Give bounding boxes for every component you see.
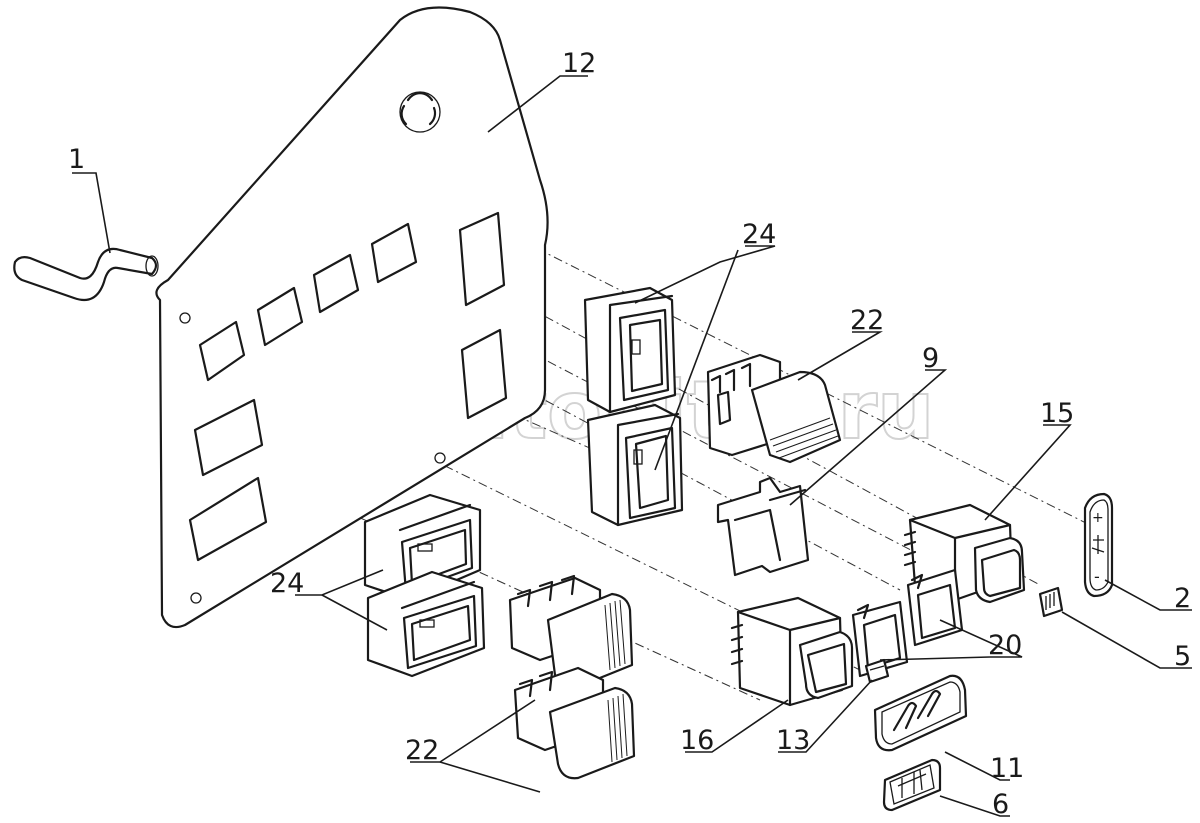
callout-5: 5 <box>1174 641 1191 672</box>
callout-16: 16 <box>680 725 714 756</box>
bent-tube <box>13 247 159 302</box>
callout-11: 11 <box>990 753 1024 784</box>
frame-24-upper <box>583 286 677 414</box>
callout-12: 12 <box>562 48 596 79</box>
frame-24-lower <box>586 403 684 527</box>
callout-2: 2 <box>1174 583 1191 614</box>
plus-symbol: + <box>1092 510 1104 526</box>
callout-20: 20 <box>988 630 1022 661</box>
callout-13: 13 <box>776 725 810 756</box>
bracket-9 <box>716 476 810 577</box>
callout-24-upper: 24 <box>742 219 776 250</box>
label-plate-5 <box>1038 586 1064 618</box>
label-plate-6 <box>882 758 942 812</box>
callout-1: 1 <box>68 144 85 175</box>
callout-6: 6 <box>992 789 1009 820</box>
label-plate-13 <box>864 658 890 684</box>
callout-22-lower: 22 <box>405 735 439 766</box>
rocker-switch-22-lower-b <box>513 666 636 780</box>
callout-15: 15 <box>1040 398 1074 429</box>
callout-labels: 1 12 24 22 9 15 2 5 20 24 22 16 13 11 6 <box>68 48 1191 820</box>
frame-24-left-lower <box>366 570 486 678</box>
switch-16 <box>730 596 854 707</box>
minus-symbol: - <box>1094 567 1100 586</box>
callout-22-upper: 22 <box>850 305 884 336</box>
callout-24-left: 24 <box>270 568 304 599</box>
panel-plate <box>155 6 549 629</box>
frame-20 <box>851 568 964 678</box>
frame-24-left-upper <box>363 493 482 602</box>
leader-lines <box>72 75 1192 817</box>
label-plate-11 <box>873 674 968 752</box>
callout-9: 9 <box>922 343 939 374</box>
panel-cutouts <box>188 211 508 562</box>
rocker-switch-22-upper <box>706 353 842 464</box>
